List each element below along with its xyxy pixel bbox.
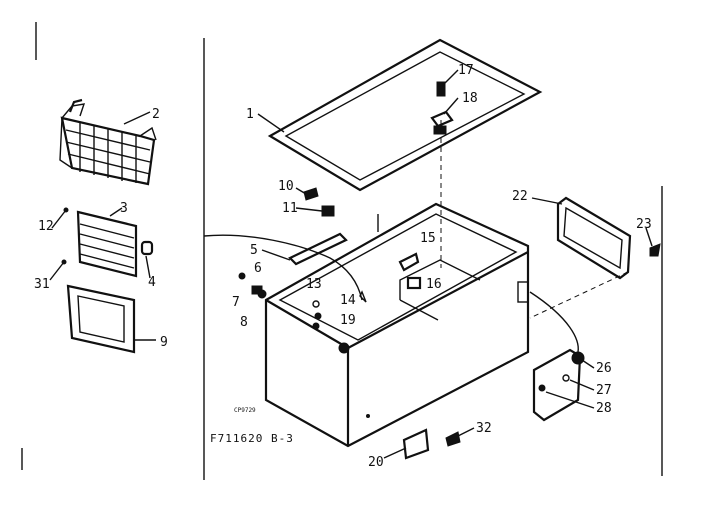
part-label-6: 6 [254, 261, 262, 276]
part-label-23: 23 [636, 217, 652, 232]
part-label-16: 16 [426, 277, 442, 292]
hinge-cover [529, 196, 661, 319]
bottom-parts [366, 414, 461, 460]
part-label-12: 12 [38, 219, 54, 234]
divider-panel [76, 210, 138, 278]
part-label-7: 7 [232, 295, 240, 310]
part-label-8: 8 [240, 315, 248, 330]
part-label-4: 4 [148, 275, 156, 290]
hinge-bracket [529, 291, 585, 422]
part-label-26: 26 [596, 361, 612, 376]
part-label-1: 1 [246, 107, 254, 122]
part-label-15: 15 [420, 231, 436, 246]
leader-lines [49, 69, 653, 459]
frame-lines [21, 22, 663, 480]
screws-left [61, 207, 69, 265]
drawing-code: CP9729 [234, 407, 256, 414]
part-label-22: 22 [512, 189, 528, 204]
part-labels: 1 2 3 4 5 6 7 8 9 10 11 12 13 14 15 16 1… [34, 63, 652, 470]
hardware-items [238, 187, 422, 330]
part-label-32: 32 [476, 421, 492, 436]
part-label-11: 11 [282, 201, 298, 216]
part-label-3: 3 [120, 201, 128, 216]
part-label-5: 5 [250, 243, 258, 258]
power-cord [203, 214, 379, 303]
hinge-parts [430, 81, 454, 135]
part-label-20: 20 [368, 455, 384, 470]
part-label-9: 9 [160, 335, 168, 350]
basket [59, 98, 157, 186]
frame-panel [66, 284, 136, 354]
model-caption: F711620 B-3 [210, 432, 294, 445]
part-label-19: 19 [340, 313, 356, 328]
lid-gasket [267, 38, 543, 268]
part-label-2: 2 [152, 107, 160, 122]
part-label-14: 14 [340, 293, 356, 308]
part-label-17: 17 [458, 63, 474, 78]
part-label-31: 31 [34, 277, 50, 292]
part-label-13: 13 [306, 277, 322, 292]
part-label-18: 18 [462, 91, 478, 106]
part-label-10: 10 [278, 179, 294, 194]
part-label-28: 28 [596, 401, 612, 416]
retainer-clip [140, 240, 154, 256]
part-label-27: 27 [596, 383, 612, 398]
freezer-cabinet [264, 202, 530, 448]
